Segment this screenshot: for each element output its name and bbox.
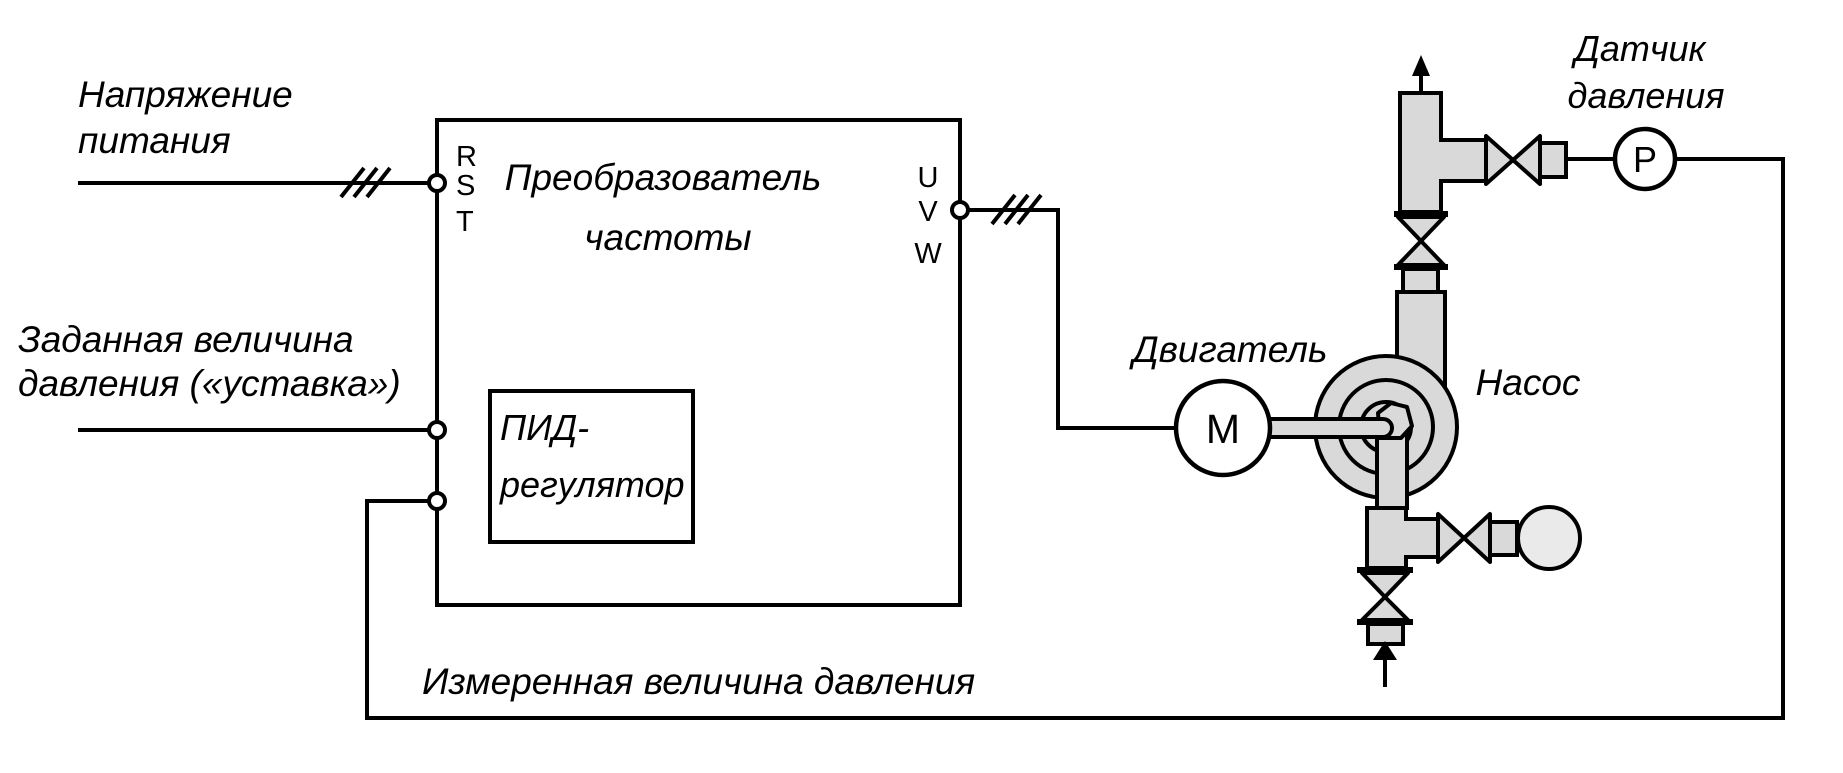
discharge-valve-icon (1394, 211, 1448, 294)
pid-label-line2: регулятор (499, 464, 685, 505)
outflow-arrow-icon (1412, 55, 1430, 76)
setpoint-label-line1: Заданная величина (18, 319, 354, 360)
measured-pressure-feedback-wire (365, 157, 1785, 720)
terminal-label-w: W (914, 238, 942, 270)
setpoint-label-line2: давления («уставка») (18, 363, 401, 404)
pid-regulator-box (488, 389, 695, 544)
input-terminal-node (427, 173, 447, 193)
motor-label: Двигатель (1129, 329, 1328, 370)
motor-letter: М (1206, 406, 1240, 452)
inflow-arrow-icon (1373, 641, 1397, 660)
converter-title-line2: частоты (584, 217, 751, 258)
pid-label-line1: ПИД- (500, 407, 589, 448)
pressure-sensor-label-line1: Датчик (1570, 28, 1707, 69)
terminal-label-v: V (918, 196, 938, 228)
expansion-vessel-symbol (1516, 505, 1582, 571)
sensor-branch-valve-icon (1484, 134, 1568, 186)
pressure-sensor-label-line2: давления (1568, 75, 1725, 116)
three-phase-slash-icon (339, 166, 392, 199)
converter-title-line1: Преобразователь (505, 157, 822, 198)
suction-valve-icon (1357, 567, 1413, 646)
measured-pressure-label: Измеренная величина давления (422, 661, 975, 702)
gauge-branch-valve-icon (1436, 512, 1519, 564)
motor-power-wire (968, 208, 1176, 430)
terminal-label-t: T (456, 206, 474, 238)
terminal-label-s: S (456, 170, 475, 202)
setpoint-terminal-node (427, 420, 447, 440)
suction-tee-pipe (1365, 506, 1440, 570)
feedback-terminal-node (427, 491, 447, 511)
pressure-sensor-symbol (1612, 126, 1678, 192)
terminal-label-r: R (456, 141, 477, 173)
supply-voltage-label-line1: Напряжение (78, 74, 293, 115)
output-terminal-node (950, 200, 970, 220)
terminal-label-u: U (918, 162, 939, 194)
pressure-sensor-letter: Р (1633, 139, 1657, 180)
three-phase-slash-output-icon (990, 193, 1043, 226)
motor-symbol (1173, 378, 1273, 478)
pump-label: Насос (1476, 362, 1581, 403)
supply-voltage-label-line2: питания (78, 120, 231, 161)
